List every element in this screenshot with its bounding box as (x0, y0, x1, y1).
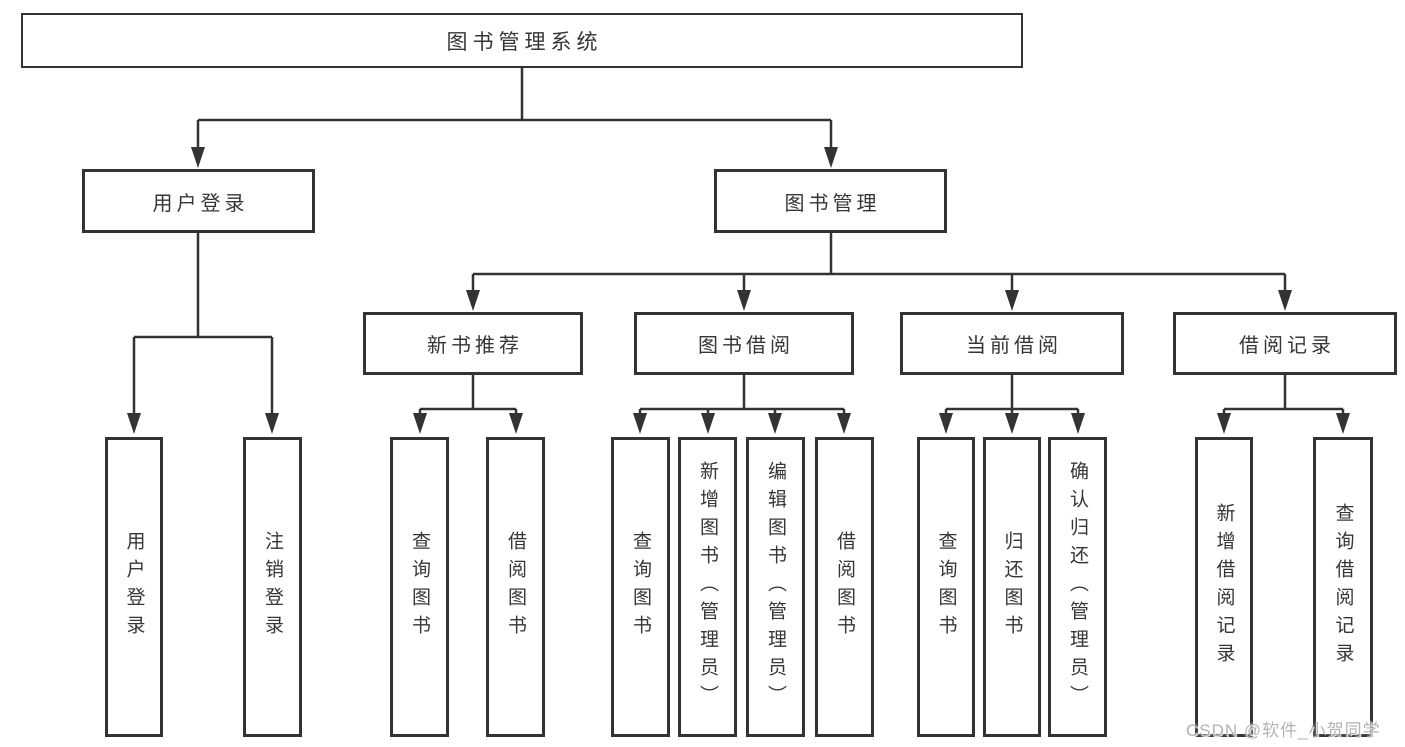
node-label: 用户登录 (152, 192, 249, 215)
node-label: 编辑图书（管理员） (765, 461, 786, 713)
leaf-recommend-query-books: 查询图书 (390, 437, 449, 737)
leaf-logout: 注销登录 (243, 437, 302, 737)
leaf-query-borrow-record: 查询借阅记录 (1313, 437, 1373, 737)
node-label: 查询图书 (630, 531, 651, 643)
leaf-current-query-books: 查询图书 (917, 437, 975, 737)
leaf-borrowing-borrow-books: 借阅图书 (815, 437, 874, 737)
arrowhead-icon (1005, 413, 1019, 434)
arrowhead-icon (837, 413, 851, 434)
node-new-book-recommend: 新书推荐 (363, 312, 583, 375)
node-book-management: 图书管理 (714, 169, 947, 233)
arrowhead-icon (265, 413, 279, 434)
node-label: 查询借阅记录 (1332, 503, 1354, 671)
arrowhead-icon (633, 413, 647, 434)
arrowhead-icon (939, 413, 953, 434)
leaf-edit-books-admin: 编辑图书（管理员） (746, 437, 805, 737)
node-label: 当前借阅 (966, 335, 1062, 357)
arrowhead-icon (509, 413, 523, 434)
leaf-add-books-admin: 新增图书（管理员） (678, 437, 737, 737)
node-label: 注销登录 (262, 531, 283, 643)
leaf-return-books: 归还图书 (983, 437, 1041, 737)
node-label: 借阅图书 (834, 531, 855, 643)
leaf-borrowing-query-books: 查询图书 (611, 437, 670, 737)
node-book-borrowing: 图书借阅 (634, 312, 854, 375)
node-label: 新书推荐 (427, 335, 523, 357)
csdn-watermark: CSDN @软件_小贺同学 (1186, 721, 1381, 740)
node-label: 借阅图书 (505, 531, 526, 643)
arrowhead-icon (737, 290, 751, 311)
arrowhead-icon (1336, 413, 1350, 434)
leaf-confirm-return-admin: 确认归还（管理员） (1048, 437, 1107, 737)
leaf-user-login: 用户登录 (105, 437, 163, 737)
arrowhead-icon (824, 147, 838, 168)
node-label: 借阅记录 (1239, 335, 1335, 357)
node-label: 用户登录 (123, 531, 145, 643)
arrowhead-icon (768, 413, 782, 434)
node-user-login: 用户登录 (82, 169, 315, 233)
node-book-management-system: 图书管理系统 (21, 13, 1023, 68)
arrowhead-icon (1278, 290, 1292, 311)
node-current-borrowing: 当前借阅 (900, 312, 1124, 375)
node-borrowing-records: 借阅记录 (1173, 312, 1397, 375)
node-label: 新增借阅记录 (1213, 503, 1235, 671)
node-label: 新增图书（管理员） (697, 461, 718, 713)
arrowhead-icon (127, 413, 141, 434)
node-label: 查询图书 (935, 531, 957, 643)
node-label: 查询图书 (409, 531, 430, 643)
node-label: 图书管理 (784, 192, 881, 215)
arrowhead-icon (191, 147, 205, 168)
node-label: 归还图书 (1001, 531, 1023, 643)
node-label: 图书借阅 (698, 335, 794, 357)
arrowhead-icon (1071, 413, 1085, 434)
arrowhead-icon (701, 413, 715, 434)
node-label: 确认归还（管理员） (1067, 461, 1088, 713)
leaf-add-borrow-record: 新增借阅记录 (1195, 437, 1253, 737)
arrowhead-icon (466, 290, 480, 311)
arrowhead-icon (1005, 290, 1019, 311)
arrowhead-icon (413, 413, 427, 434)
leaf-recommend-borrow-books: 借阅图书 (486, 437, 545, 737)
arrowhead-icon (1217, 413, 1231, 434)
node-label: 图书管理系统 (446, 30, 603, 54)
